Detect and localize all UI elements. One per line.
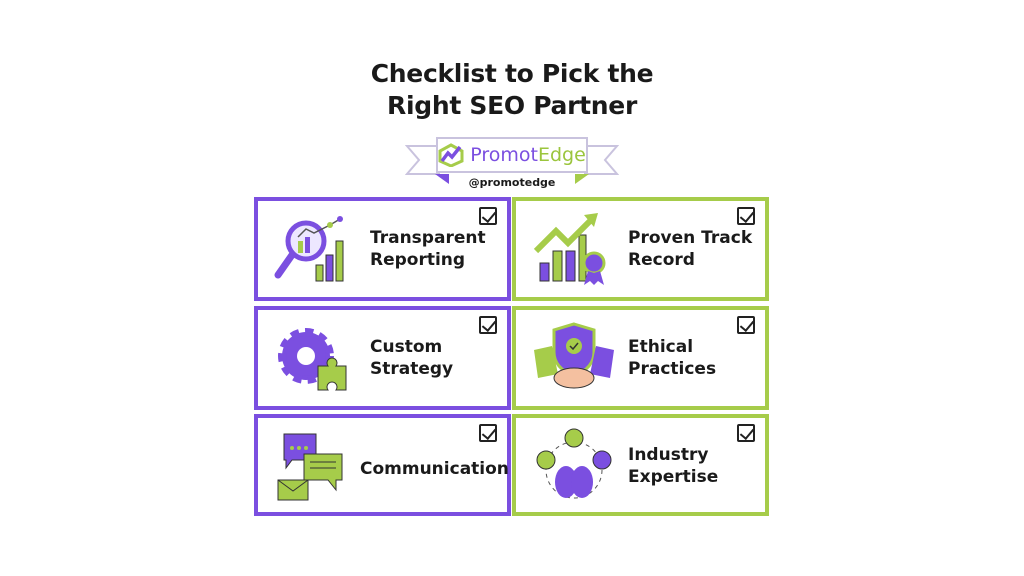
brand-logo: PromotEdge (436, 137, 588, 173)
brand-name-part1: Promot (470, 144, 538, 166)
brand-name-part2: Edge (537, 144, 586, 166)
card-label: Communication (360, 459, 509, 479)
brain-network-icon (536, 428, 612, 499)
growth-award-icon (533, 213, 606, 285)
magnifier-chart-icon (274, 216, 344, 282)
chat-mail-icon (277, 433, 343, 501)
gear-puzzle-icon (278, 328, 347, 391)
logo-icon (438, 143, 464, 167)
checkbox-checked-icon[interactable] (737, 316, 755, 334)
ribbon-banner (405, 145, 619, 184)
checkbox-checked-icon[interactable] (737, 207, 755, 225)
brand-handle: @promotedge (468, 176, 556, 189)
checkbox-checked-icon[interactable] (737, 424, 755, 442)
checkbox-checked-icon[interactable] (479, 316, 497, 334)
checkbox-checked-icon[interactable] (479, 207, 497, 225)
title-line-2: Right SEO Partner (387, 91, 637, 120)
title-line-1: Checklist to Pick the (370, 59, 654, 88)
checkbox-checked-icon[interactable] (479, 424, 497, 442)
checklist-card-communication: Communication (254, 414, 511, 516)
shield-handshake-icon (534, 322, 614, 389)
